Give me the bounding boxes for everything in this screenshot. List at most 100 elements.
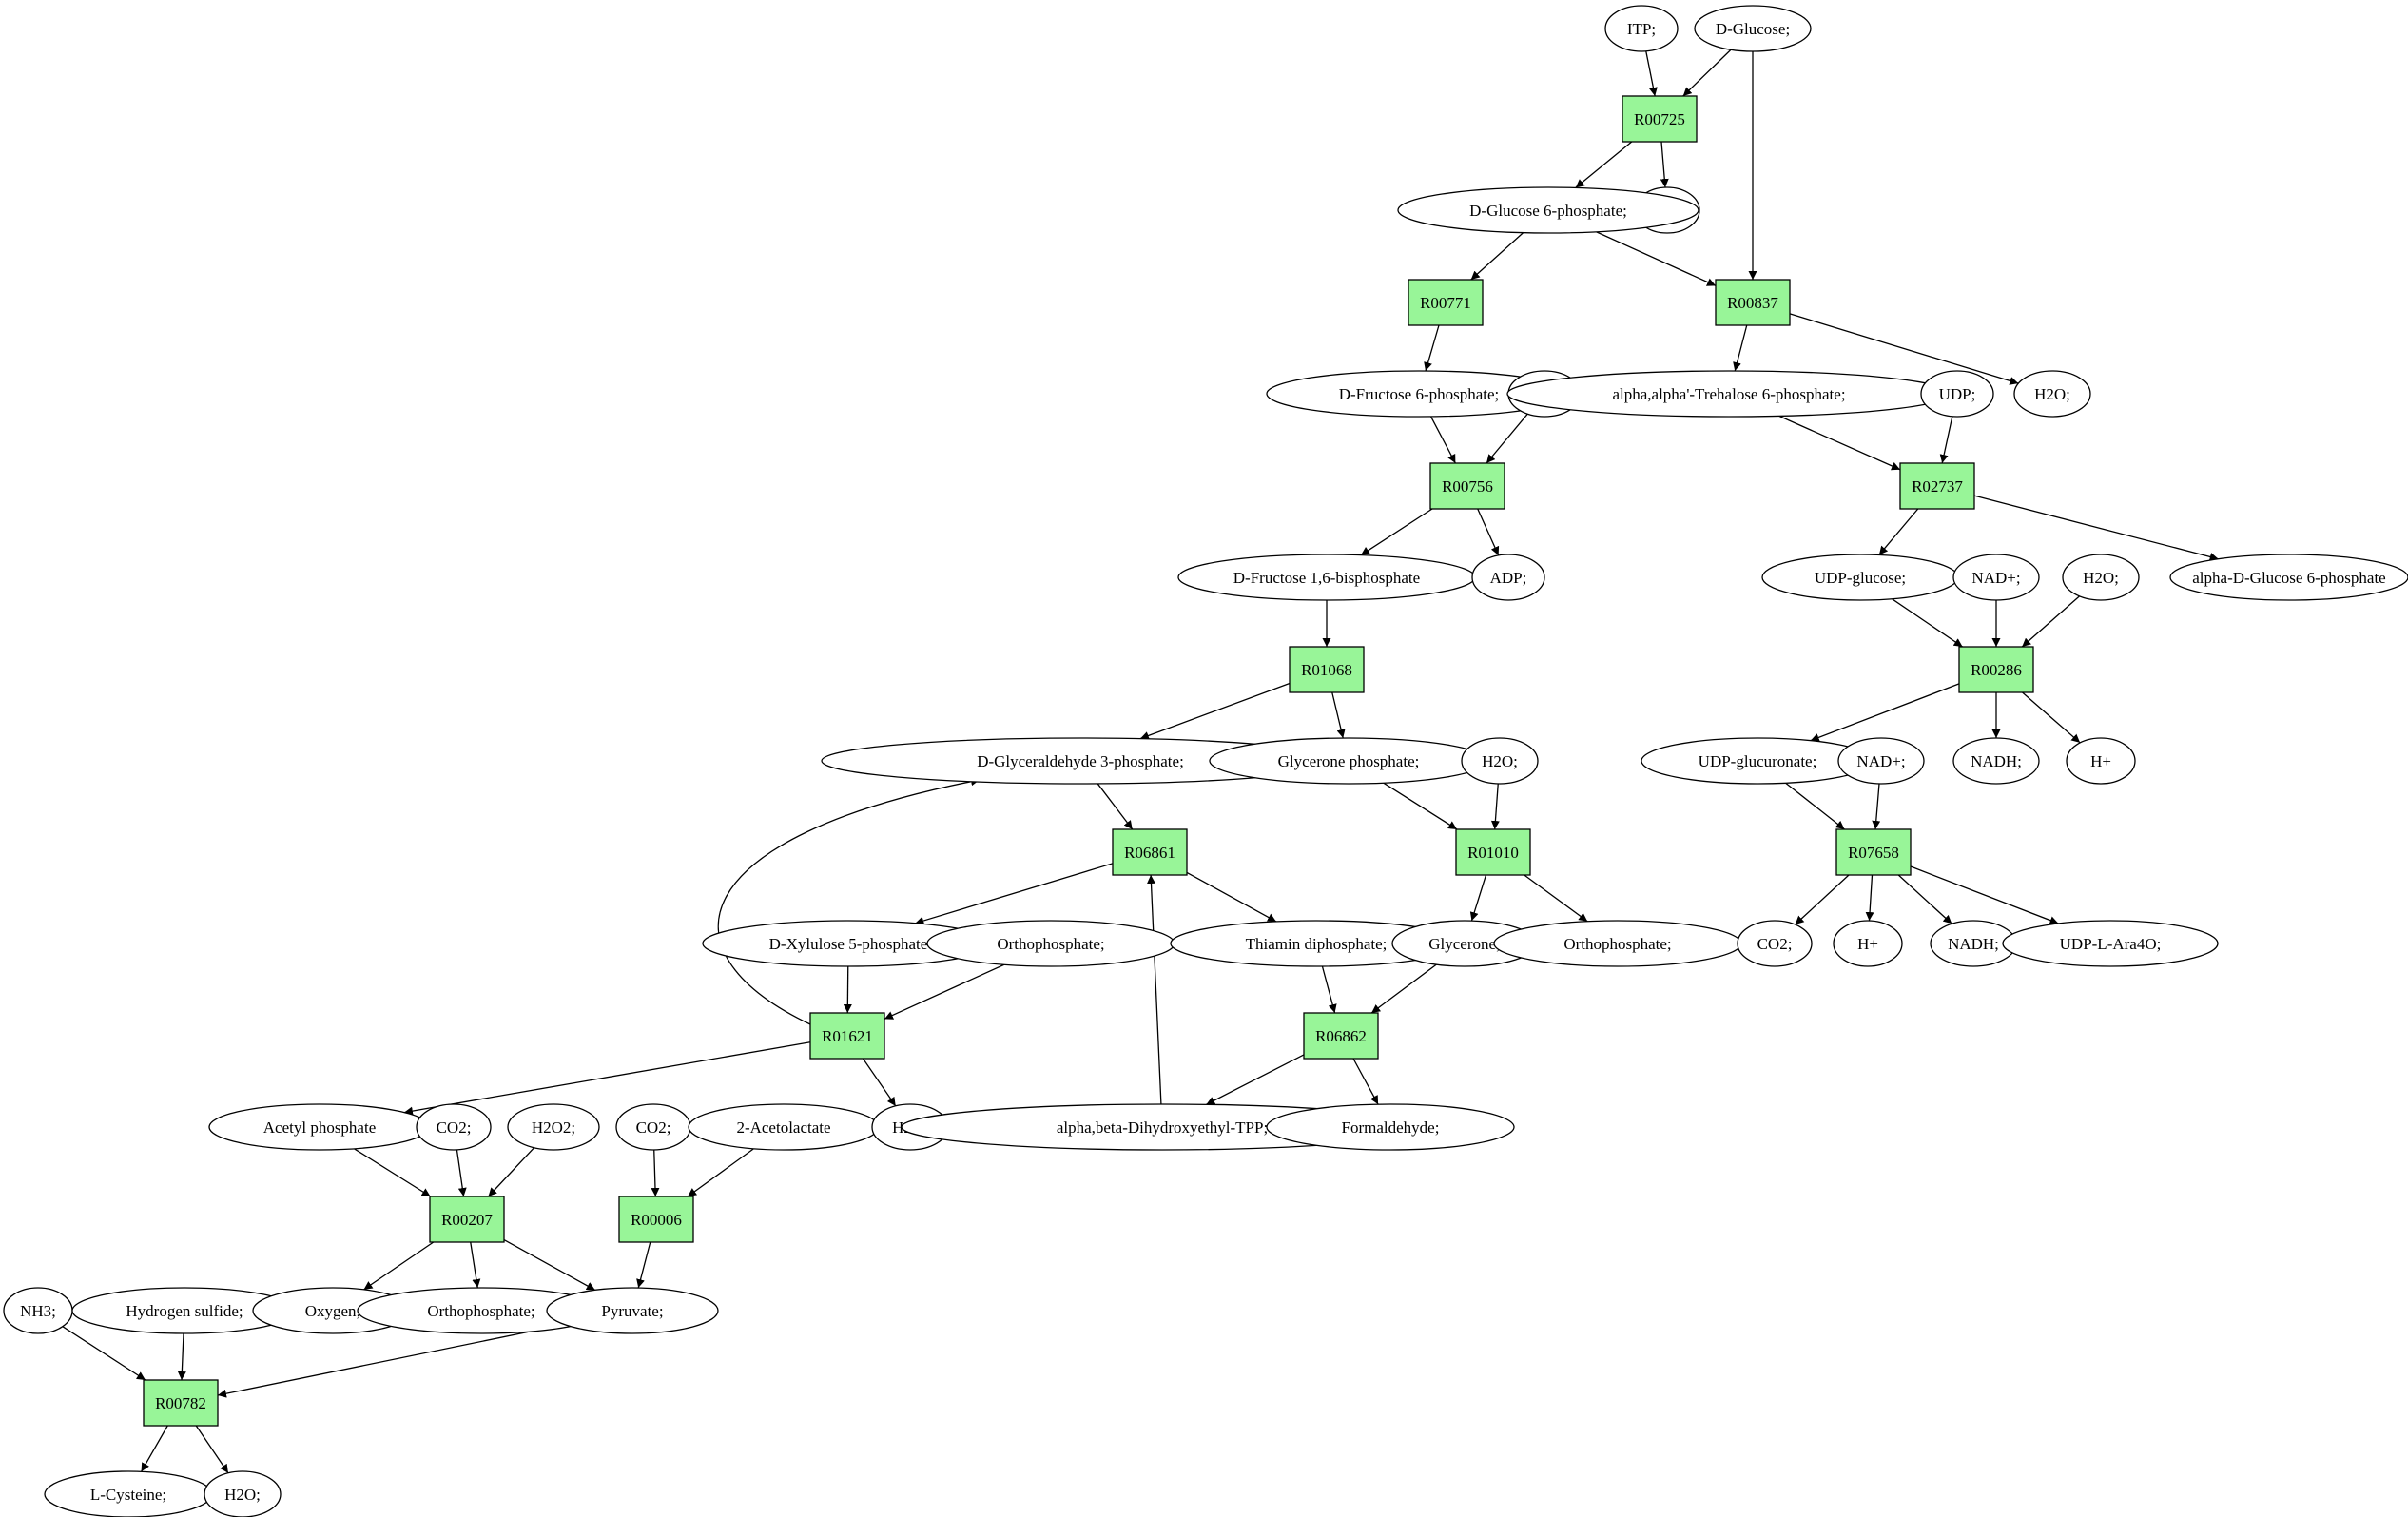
metabolite-orthophosphate-a[interactable]: Orthophosphate; xyxy=(926,920,1175,967)
edge-R00782-to-l_cysteine xyxy=(141,1425,168,1472)
metabolite-nh3[interactable]: NH3; xyxy=(3,1287,73,1334)
reaction-r00756[interactable]: R00756 xyxy=(1429,462,1505,510)
edge-nad_b-to-R07658 xyxy=(1872,783,1881,830)
edge-R00782-to-h2o_e xyxy=(195,1425,229,1474)
reaction-r06862[interactable]: R06862 xyxy=(1303,1012,1379,1060)
reaction-r01621[interactable]: R01621 xyxy=(809,1012,885,1060)
metabolite-shape xyxy=(1397,186,1699,234)
edge-glycerone-to-R06862 xyxy=(1370,963,1437,1014)
metabolite-label: Oxygen; xyxy=(305,1302,361,1320)
edge-R07658-to-udp_l_ara4o xyxy=(1910,865,2059,924)
metabolite-label: ITP; xyxy=(1627,20,1656,38)
edge-R00286-to-hplus_a xyxy=(2022,691,2081,744)
metabolite-pyruvate[interactable]: Pyruvate; xyxy=(546,1287,719,1334)
reaction-r07658[interactable]: R07658 xyxy=(1835,828,1912,876)
metabolite-label: H2O; xyxy=(1482,752,1518,770)
metabolite-nad-b[interactable]: NAD+; xyxy=(1837,737,1925,785)
edge-R01068-to-glycerone_p xyxy=(1331,691,1346,739)
metabolite-co2-b[interactable]: CO2; xyxy=(416,1103,492,1151)
reaction-label: R07658 xyxy=(1848,844,1899,862)
metabolite-hydrogen-sulfide[interactable]: Hydrogen sulfide; xyxy=(71,1287,298,1334)
metabolite-co2-c[interactable]: CO2; xyxy=(615,1103,691,1151)
metabolite-label: alpha-D-Glucose 6-phosphate xyxy=(2192,569,2385,587)
metabolite-d-xylulose-5p[interactable]: D-Xylulose 5-phosphate xyxy=(702,920,995,967)
metabolite-d-glucose[interactable]: D-Glucose; xyxy=(1694,5,1812,52)
metabolite-itp[interactable]: ITP; xyxy=(1604,5,1679,52)
metabolite-hplus-b[interactable]: H+ xyxy=(1833,920,1903,967)
metabolite-label: D-Fructose 1,6-bisphosphate xyxy=(1233,569,1420,587)
metabolite-h2o2[interactable]: H2O2; xyxy=(507,1103,600,1151)
edge-R00207-to-oxygen xyxy=(363,1241,435,1291)
edge-R00771-to-d_fructose_6p xyxy=(1424,324,1440,372)
metabolite-formaldehyde[interactable]: Formaldehyde; xyxy=(1266,1103,1515,1151)
reaction-r02737[interactable]: R02737 xyxy=(1899,462,1975,510)
metabolite-acetolactate[interactable]: 2-Acetolactate xyxy=(688,1103,880,1151)
metabolite-d-fructose-6p[interactable]: D-Fructose 6-phosphate; xyxy=(1266,370,1572,418)
metabolite-shape xyxy=(1461,737,1539,785)
metabolite-h2o-e[interactable]: H2O; xyxy=(204,1470,282,1517)
reaction-r00207[interactable]: R00207 xyxy=(429,1196,505,1243)
metabolite-hplus-a[interactable]: H+ xyxy=(2066,737,2136,785)
reaction-r00771[interactable]: R00771 xyxy=(1408,279,1484,326)
metabolite-udp-glucose[interactable]: UDP-glucose; xyxy=(1761,554,1959,601)
edge-d_glucose-to-R00725 xyxy=(1682,49,1732,97)
edge-d_glucose_6p-to-R00837 xyxy=(1596,231,1717,286)
edge-udp_glucuronate-to-R07658 xyxy=(1785,782,1845,830)
metabolite-d-glucose-6p[interactable]: D-Glucose 6-phosphate; xyxy=(1397,186,1699,234)
edge-co2_c-to-R00006 xyxy=(651,1149,660,1197)
edge-udp-to-R02737 xyxy=(1939,416,1953,464)
reaction-box xyxy=(1112,828,1188,876)
reaction-r00006[interactable]: R00006 xyxy=(618,1196,694,1243)
metabolite-trehalose-6p[interactable]: alpha,alpha'-Trehalose 6-phosphate; xyxy=(1506,370,1952,418)
reaction-box xyxy=(143,1379,219,1427)
metabolite-h2o-c[interactable]: H2O; xyxy=(1461,737,1539,785)
metabolite-d-fructose-16bp[interactable]: D-Fructose 1,6-bisphosphate xyxy=(1177,554,1476,601)
metabolite-co2-a[interactable]: CO2; xyxy=(1737,920,1813,967)
reaction-r00782[interactable]: R00782 xyxy=(143,1379,219,1427)
reaction-label: R06861 xyxy=(1124,844,1175,862)
metabolite-h2o-b[interactable]: H2O; xyxy=(2062,554,2140,601)
reaction-r00837[interactable]: R00837 xyxy=(1715,279,1791,326)
reaction-label: R00756 xyxy=(1442,477,1493,496)
metabolite-nadh-b[interactable]: NADH; xyxy=(1930,920,2017,967)
metabolite-h2o-a[interactable]: H2O; xyxy=(2013,370,2091,418)
metabolite-label: D-Glucose 6-phosphate; xyxy=(1469,202,1627,220)
edge-R00207-to-orthophosphate_c xyxy=(470,1241,481,1289)
metabolite-label: D-Fructose 6-phosphate; xyxy=(1339,385,1500,403)
metabolite-label: H2O; xyxy=(2034,385,2070,403)
reaction-r01068[interactable]: R01068 xyxy=(1289,646,1365,693)
edge-R01010-to-glycerone xyxy=(1469,874,1487,922)
edge-gap-to-R06861 xyxy=(1097,783,1134,830)
edge-R00006-to-pyruvate xyxy=(636,1241,651,1289)
edge-R00725-to-idp xyxy=(1660,141,1669,188)
metabolite-udp-glucuronate[interactable]: UDP-glucuronate; xyxy=(1641,737,1874,785)
metabolite-orthophosphate-b[interactable]: Orthophosphate; xyxy=(1493,920,1742,967)
metabolite-udp-l-ara4o[interactable]: UDP-L-Ara4O; xyxy=(2002,920,2219,967)
metabolite-label: D-Glucose; xyxy=(1716,20,1790,38)
edge-trehalose_6p-to-R02737 xyxy=(1778,415,1901,471)
reaction-box xyxy=(1408,279,1484,326)
edge-R06861-to-thiamin_dp xyxy=(1186,871,1277,923)
metabolite-label: NADH; xyxy=(1971,752,2022,770)
metabolite-label: 2-Acetolactate xyxy=(736,1118,830,1137)
metabolite-label: H2O2; xyxy=(532,1118,575,1137)
metabolite-alpha-d-glucose-6p[interactable]: alpha-D-Glucose 6-phosphate xyxy=(2169,554,2408,601)
metabolite-acetyl-phosphate[interactable]: Acetyl phosphate xyxy=(208,1103,431,1151)
metabolite-nadh-a[interactable]: NADH; xyxy=(1952,737,2040,785)
metabolite-label: Pyruvate; xyxy=(601,1302,663,1320)
reaction-r06861[interactable]: R06861 xyxy=(1112,828,1188,876)
metabolite-shape xyxy=(416,1103,492,1151)
metabolite-label: UDP-L-Ara4O; xyxy=(2060,935,2162,953)
metabolite-glycerone-p[interactable]: Glycerone phosphate; xyxy=(1209,737,1488,785)
metabolite-l-cysteine[interactable]: L-Cysteine; xyxy=(44,1470,213,1517)
metabolite-udp[interactable]: UDP; xyxy=(1920,370,1994,418)
reaction-r00286[interactable]: R00286 xyxy=(1958,646,2034,693)
reaction-label: R01010 xyxy=(1467,844,1519,862)
reaction-r00725[interactable]: R00725 xyxy=(1622,95,1698,143)
metabolite-shape xyxy=(1920,370,1994,418)
metabolite-adp[interactable]: ADP; xyxy=(1471,554,1545,601)
metabolite-nad-a[interactable]: NAD+; xyxy=(1952,554,2040,601)
reaction-r01010[interactable]: R01010 xyxy=(1455,828,1531,876)
edge-pyruvate-to-R00782 xyxy=(217,1323,565,1398)
